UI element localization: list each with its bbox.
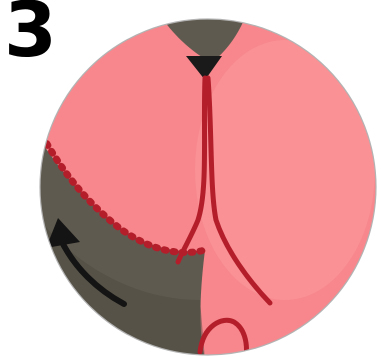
pink-highlight <box>195 40 375 300</box>
